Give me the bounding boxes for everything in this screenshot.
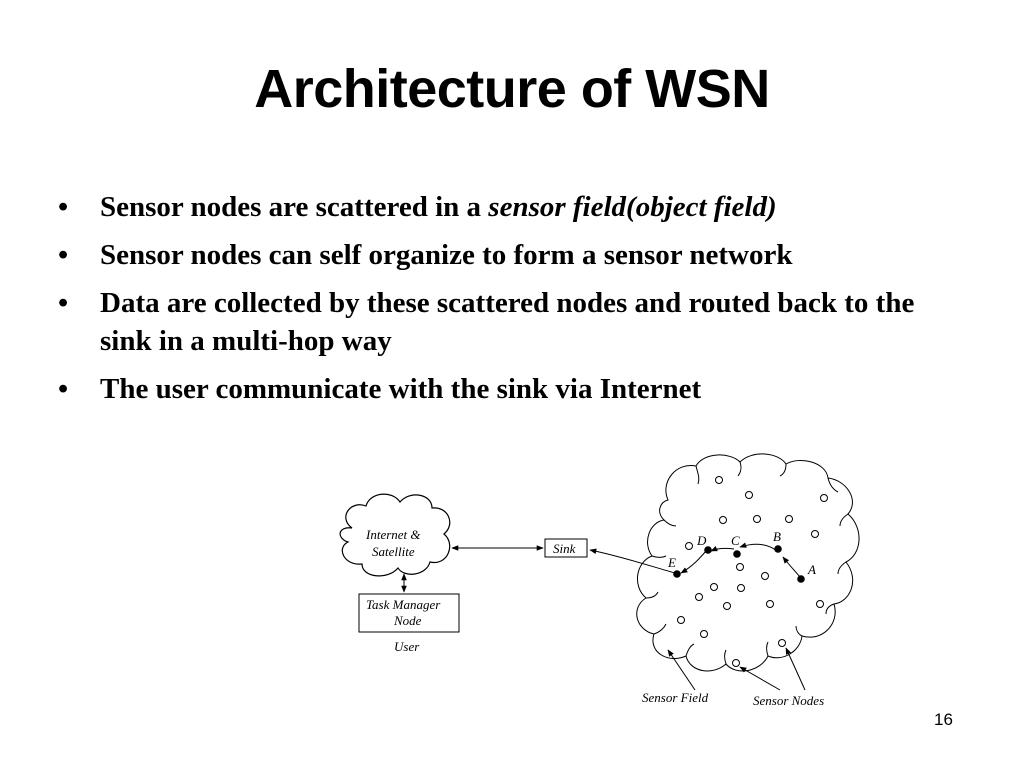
sensor-node [732,659,740,667]
node-label-c: C [731,533,740,548]
bullet-item: • Sensor nodes can self organize to form … [58,236,958,274]
route-nodes [673,545,805,583]
bullet-text: Sensor nodes can self organize to form a… [100,239,793,271]
sensor-node [816,600,824,608]
user-label: User [394,639,420,654]
sensor-node [766,600,774,608]
sensor-node [695,593,703,601]
route-node-a [797,575,805,583]
sensor-nodes-label: Sensor Nodes [753,693,824,708]
sensor-node [737,584,745,592]
cloud-label-line1: Internet & [365,527,421,542]
bullet-text: The user communicate with the sink via I… [100,373,702,405]
sensor-node [785,515,793,523]
sensor-nodes [677,476,828,667]
sensor-node [710,583,718,591]
bullet-item: • Sensor nodes are scattered in a sensor … [58,188,958,226]
sensor-node [700,630,708,638]
bullet-dot: • [58,191,69,223]
node-label-d: D [696,533,707,548]
sensor-node [761,572,769,580]
internet-satellite-cloud: Internet & Satellite [339,493,451,577]
sensor-node [753,515,761,523]
route-node-d [704,546,712,554]
sensor-node [723,602,731,610]
sensor-field-callout [667,649,696,691]
sensor-node [811,530,819,538]
bullet-item: • Data are collected by these scattered n… [58,284,958,360]
task-manager-line1: Task Manager [366,597,441,612]
bullet-item: • The user communicate with the sink via … [58,370,958,408]
task-manager-line2: Node [393,613,422,628]
bullet-text: Sensor nodes are scattered in a [100,191,489,223]
bullet-dot: • [58,287,69,319]
sensor-nodes-callout-1 [739,666,781,691]
node-label-a: A [807,562,816,577]
slide-number: 16 [934,710,953,729]
sensor-field-boundary [636,453,860,672]
node-label-e: E [667,555,676,570]
task-manager-box: Task Manager Node [358,593,460,633]
node-label-b: B [773,529,781,544]
sensor-node [719,516,727,524]
sensor-node [820,494,828,502]
route-node-e [673,570,681,578]
sensor-node [685,542,693,550]
bullet-text: Data are collected by these scattered no… [100,287,915,357]
sensor-node [745,491,753,499]
sensor-field-label: Sensor Field [642,690,709,705]
bullet-emphasis: sensor field(object field) [488,191,777,223]
multi-hop-route [589,542,801,578]
sensor-node [677,616,685,624]
bullet-dot: • [58,373,69,405]
slide-title: Architecture of WSN [254,59,770,119]
bullet-dot: • [58,239,69,271]
bullet-list: • Sensor nodes are scattered in a sensor … [58,188,958,418]
sensor-node [715,476,723,484]
cloud-label-line2: Satellite [372,544,415,559]
sensor-nodes-callout-2 [785,647,806,691]
sink-box: Sink [544,538,588,558]
sensor-node [778,639,786,647]
route-node-b [774,545,782,553]
route-node-c [733,550,741,558]
sink-label: Sink [553,541,576,556]
sensor-field-bumps [645,461,849,665]
sensor-node [736,563,744,571]
